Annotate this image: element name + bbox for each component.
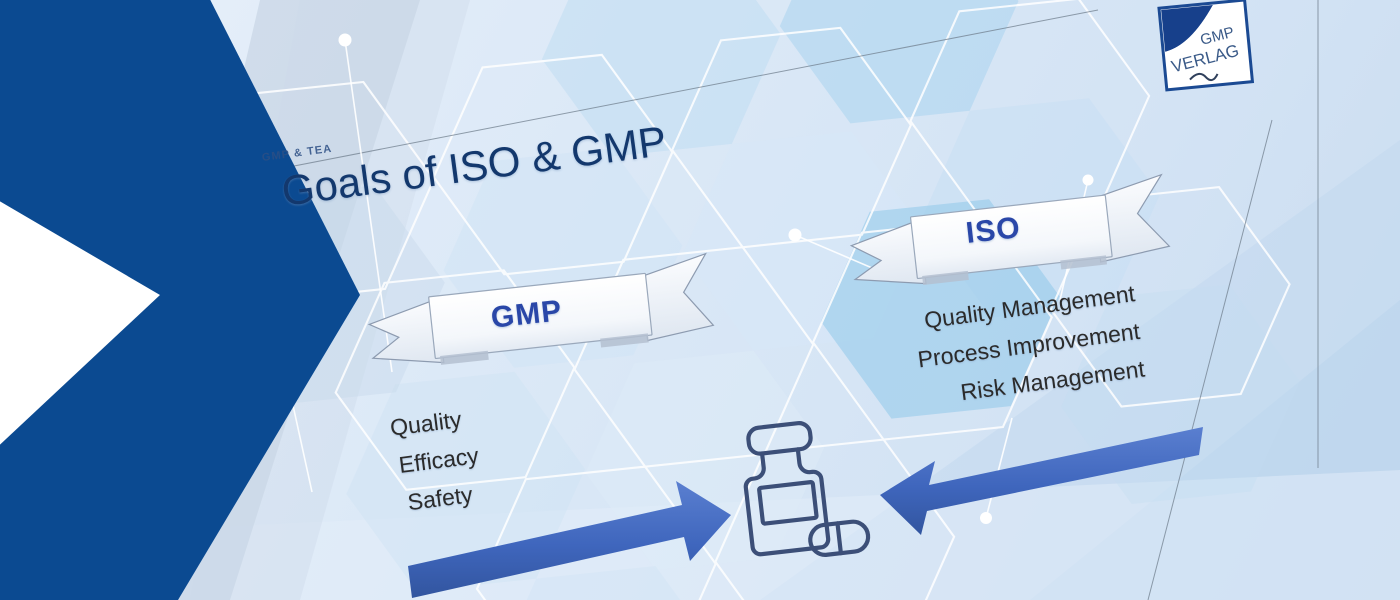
gmp-arrow (408, 481, 731, 598)
iso-arrow (880, 427, 1203, 535)
connector-lines (257, 0, 1319, 600)
gmp-ribbon (367, 252, 715, 365)
gmp-verlag-logo[interactable]: GMP VERLAG (1153, 0, 1257, 98)
iso-ribbon (849, 173, 1171, 285)
gmp-goals-list: Quality Efficacy Safety (388, 399, 486, 522)
medicine-bottle-and-pill-icon (743, 421, 871, 557)
brand-chevron (0, 0, 360, 600)
node-dots (282, 33, 1094, 524)
iso-ribbon-label: ISO (964, 211, 1023, 250)
